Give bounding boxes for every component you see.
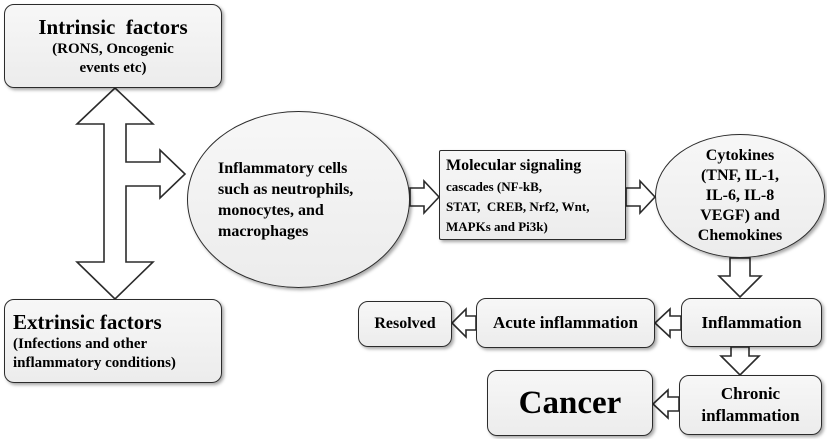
inflammatory-cells-line-2: such as neutrophils, [218, 180, 354, 198]
resolved-label: Resolved [374, 315, 436, 332]
chronic-inflammation-box: Chronic inflammation [679, 375, 822, 435]
acute-inflammation-label: Acute inflammation [493, 313, 638, 332]
intrinsic-factors-title: Intrinsic factors [38, 14, 188, 39]
cancer-label: Cancer [518, 384, 622, 421]
acute-inflammation-box: Acute inflammation [476, 298, 655, 348]
arrow-inflammation-to-acute [653, 307, 682, 339]
intrinsic-factors-box: Intrinsic factors (RONS, Oncogenic event… [4, 4, 222, 88]
arrow-molecular-to-cytokines [625, 178, 657, 216]
inflammatory-cells-line-3: monocytes, and [218, 201, 324, 219]
cytokines-line-3: IL-6, IL-8 [705, 187, 775, 204]
bidirectional-branch-arrow [74, 86, 187, 301]
cytokines-line-5: Chemokines [697, 227, 783, 244]
chronic-inflammation-line-2: inflammation [701, 406, 800, 425]
inflammation-box: Inflammation [681, 298, 822, 347]
cytokines-ellipse: Cytokines (TNF, IL-1, IL-6, IL-8 VEGF) a… [655, 134, 825, 258]
molecular-signaling-line-3: MAPKs and Pi3k) [446, 219, 548, 234]
inflammatory-cells-ellipse: Inflammatory cells such as neutrophils, … [187, 111, 410, 288]
cytokines-line-2: (TNF, IL-1, [700, 167, 780, 184]
arrow-acute-to-resolved [450, 307, 477, 339]
intrinsic-factors-detail-1: (RONS, Oncogenic [52, 40, 174, 57]
inflammatory-cells-line-1: Inflammatory cells [218, 159, 348, 177]
extrinsic-factors-detail-1: (Infections and other [13, 336, 148, 352]
extrinsic-factors-box: Extrinsic factors (Infections and other … [4, 299, 222, 383]
intrinsic-factors-detail-2: events etc) [79, 59, 147, 76]
inflammatory-cells-line-4: macrophages [218, 222, 309, 240]
arrow-cytokines-to-inflammation [717, 257, 763, 299]
chronic-inflammation-line-1: Chronic [720, 384, 781, 403]
molecular-signaling-title: Molecular signaling [446, 157, 582, 174]
arrow-chronic-to-cancer [651, 388, 680, 420]
molecular-signaling-line-2: STAT, CREB, Nrf2, Wnt, [446, 199, 590, 214]
molecular-signaling-box: Molecular signaling cascades (NF-kB, STA… [439, 150, 626, 240]
arrow-inflammation-to-chronic [719, 346, 761, 377]
arrow-cells-to-molecular [409, 178, 441, 216]
extrinsic-factors-detail-2: inflammatory conditions) [13, 355, 176, 371]
cytokines-line-4: VEGF) and [700, 207, 780, 224]
molecular-signaling-line-1: cascades (NF-kB, [446, 179, 543, 194]
extrinsic-factors-title: Extrinsic factors [13, 310, 162, 334]
resolved-box: Resolved [358, 301, 452, 347]
inflammation-label: Inflammation [701, 312, 802, 332]
cancer-box: Cancer [487, 370, 653, 436]
cytokines-line-1: Cytokines [705, 147, 775, 164]
